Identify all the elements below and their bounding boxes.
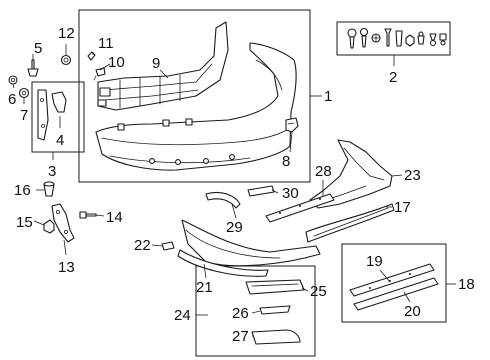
bumper-cover-part <box>95 42 297 171</box>
callout-16: 16 <box>14 182 31 199</box>
callout-26: 26 <box>232 305 249 322</box>
screw-c <box>371 33 381 43</box>
callout-21: 21 <box>196 279 213 296</box>
pad-30-part <box>247 185 275 197</box>
impact-absorber-part <box>97 21 229 111</box>
washer-7-part <box>18 87 30 99</box>
plug-16-part <box>43 181 55 197</box>
callout-25: 25 <box>310 283 327 300</box>
callout-27: 27 <box>232 328 249 345</box>
reflector-26-part <box>259 305 291 315</box>
clip-h <box>429 33 437 47</box>
bolt-14-part <box>79 211 97 219</box>
nut-f <box>405 34 415 47</box>
callout-29: 29 <box>226 219 243 236</box>
callout-18: 18 <box>458 276 475 293</box>
curved-strip-29-part <box>205 191 241 209</box>
leader-lines <box>12 44 456 337</box>
fastener-kit-part <box>347 27 447 49</box>
clip-10-part <box>93 67 106 81</box>
callout-6: 6 <box>8 91 16 108</box>
callout-11: 11 <box>98 35 114 52</box>
trim-20-part <box>353 277 439 311</box>
sensor-bracket-part <box>285 117 299 133</box>
callout-24: 24 <box>174 307 191 324</box>
sensor-mount-3 <box>185 118 193 126</box>
clip-i <box>439 33 447 46</box>
callout-14: 14 <box>106 209 123 226</box>
bolt-b <box>359 27 369 48</box>
callout-9: 9 <box>152 55 160 72</box>
lower-valance-part <box>177 219 321 277</box>
callout-15: 15 <box>16 214 33 231</box>
callout-2: 2 <box>389 69 397 86</box>
bracket-group-box <box>31 81 85 153</box>
bolt-a <box>347 28 357 49</box>
callout-3: 3 <box>48 163 56 180</box>
side-bracket-part <box>37 89 67 141</box>
nut-15-part <box>43 219 55 234</box>
callout-17: 17 <box>394 199 411 216</box>
sensor-mount-2 <box>162 119 170 127</box>
reflector-group-box <box>195 265 316 357</box>
guide-bracket-13-part <box>51 203 75 243</box>
callout-30: 30 <box>282 185 299 202</box>
lower-molding-part <box>305 203 395 243</box>
callout-22: 22 <box>134 237 151 254</box>
reflector-25-part <box>245 279 305 295</box>
callout-4: 4 <box>56 132 64 149</box>
callout-12: 12 <box>58 25 75 42</box>
callout-13: 13 <box>58 259 75 276</box>
callout-10: 10 <box>108 54 125 71</box>
sensor-mount-1 <box>117 123 125 131</box>
callout-5: 5 <box>34 40 42 57</box>
nut-6-part <box>8 75 18 85</box>
lower-trim-27-part <box>251 329 301 345</box>
callout-23: 23 <box>404 167 421 184</box>
trim-19-part <box>349 263 435 297</box>
clip-e <box>395 30 403 47</box>
callout-7: 7 <box>20 107 28 124</box>
callout-1: 1 <box>324 88 332 105</box>
clip-g <box>417 31 425 45</box>
trim-strip-28-part <box>265 193 335 223</box>
trim-strip-group-box <box>341 243 447 323</box>
clip-22-part <box>161 241 175 251</box>
screw-d <box>384 28 392 47</box>
callout-28: 28 <box>315 163 332 180</box>
grommet-12-part <box>60 54 72 66</box>
fastener-kit-group-box <box>336 21 451 56</box>
callout-labels: 1 2 3 4 5 6 7 8 9 10 11 12 13 14 15 16 1… <box>8 25 475 345</box>
clip-11-part <box>87 51 96 61</box>
callout-20: 20 <box>404 303 421 320</box>
bolt-5-part <box>27 59 39 77</box>
callout-19: 19 <box>366 253 383 270</box>
callout-8: 8 <box>282 153 290 170</box>
